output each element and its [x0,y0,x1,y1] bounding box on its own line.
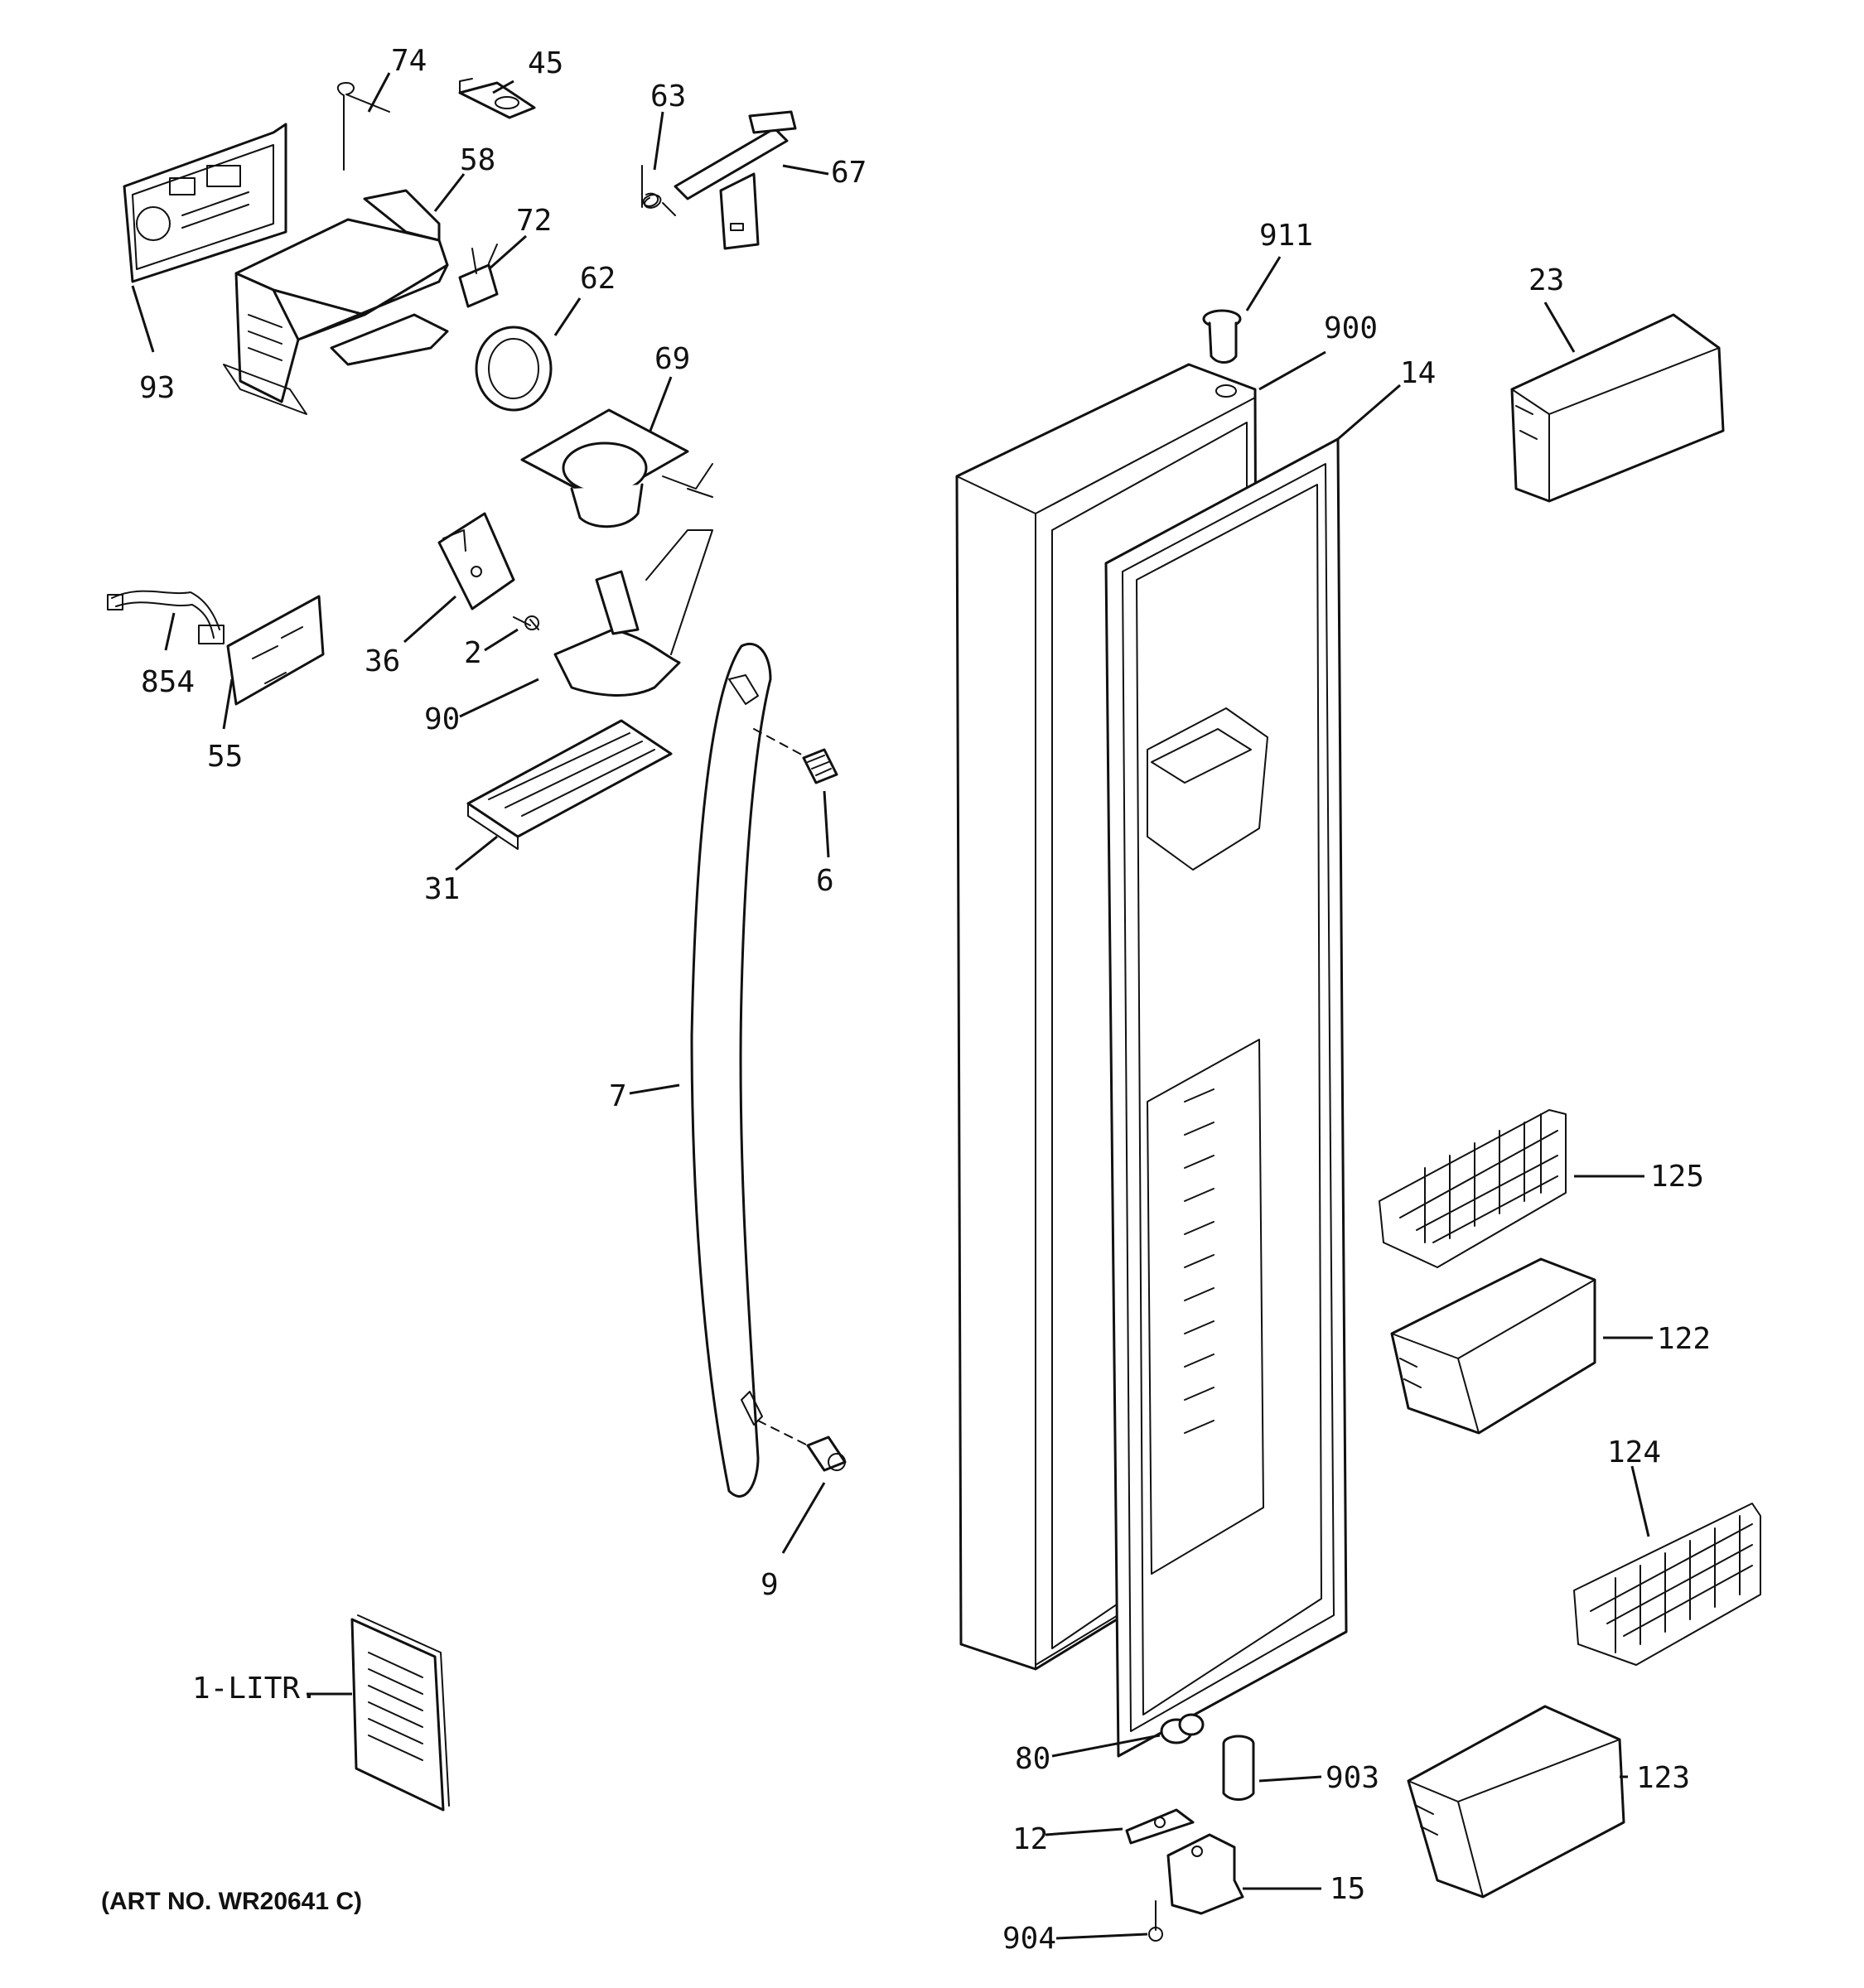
callout-63: 63 [650,80,686,113]
part-911-bushing [1202,309,1242,364]
callout-900: 900 [1324,311,1378,345]
callout-93: 93 [139,371,175,405]
callout-62: 62 [580,262,616,296]
part-23-door-bin [1510,313,1725,503]
part-125-wire-basket [1379,1109,1567,1268]
part-12-plate [1125,1808,1195,1845]
callout-90: 90 [424,702,460,736]
part-93-control-board [123,123,287,283]
part-1-litr-booklet [350,1614,450,1812]
part-45-bracket [458,78,536,119]
part-7-handle [690,643,772,1498]
callout-55: 55 [207,740,243,774]
callout-6: 6 [816,864,834,898]
part-90-chute-door [553,488,713,697]
part-903-hinge-pin [1222,1735,1255,1801]
callout-1-litr: 1-LITR. [192,1672,318,1706]
part-80-bushing [1160,1713,1205,1744]
callout-124: 124 [1607,1436,1661,1469]
callout-9: 9 [761,1568,779,1602]
callout-80: 80 [1015,1742,1050,1776]
part-9-stud [757,1420,847,1472]
part-58-chute-housing [223,189,449,415]
part-72-switch [458,244,499,308]
part-55-board [226,595,325,706]
callout-904: 904 [1002,1922,1056,1956]
callout-903: 903 [1326,1761,1379,1795]
callout-58: 58 [460,143,495,177]
art-number: (ART NO. WR20641 C) [101,1888,362,1915]
part-36-bracket [437,512,515,610]
part-74-spring [336,82,390,171]
part-31-drip-grille [466,719,673,850]
part-124-wire-basket [1573,1503,1761,1666]
callout-2: 2 [464,636,482,670]
callout-69: 69 [654,342,690,376]
callout-122: 122 [1657,1322,1711,1356]
part-15-hinge [1166,1833,1244,1915]
callout-74: 74 [391,44,427,78]
callout-125: 125 [1650,1160,1704,1194]
part-63-spring [641,165,676,216]
callout-45: 45 [528,46,563,80]
part-904-screw [1148,1900,1163,1942]
callout-72: 72 [516,204,552,238]
callout-67: 67 [831,156,867,190]
callout-14: 14 [1400,356,1436,390]
part-2-screw [513,615,539,630]
callout-36: 36 [365,644,400,678]
callout-123: 123 [1636,1761,1690,1795]
leader-lines [131,72,1653,1940]
part-69-funnel-bracket [520,408,713,528]
callout-31: 31 [424,872,460,906]
callout-12: 12 [1012,1822,1048,1856]
part-123-door-bin [1407,1705,1625,1899]
part-62-ring [475,326,553,412]
part-122-door-bin [1390,1257,1596,1435]
part-67-shaft-bracket [674,110,797,250]
callout-854: 854 [141,665,195,699]
part-854-wire-harness [107,590,225,644]
part-6-stud [753,728,838,784]
callout-911: 911 [1259,219,1313,253]
callout-15: 15 [1330,1872,1365,1906]
callout-7: 7 [609,1079,627,1113]
callout-labels: 74 45 63 67 58 72 62 93 69 911 900 14 23… [139,44,1711,1956]
door-dispenser-recess [1147,707,1268,1575]
part-14-gasket [1104,437,1348,1758]
callout-23: 23 [1528,263,1564,297]
